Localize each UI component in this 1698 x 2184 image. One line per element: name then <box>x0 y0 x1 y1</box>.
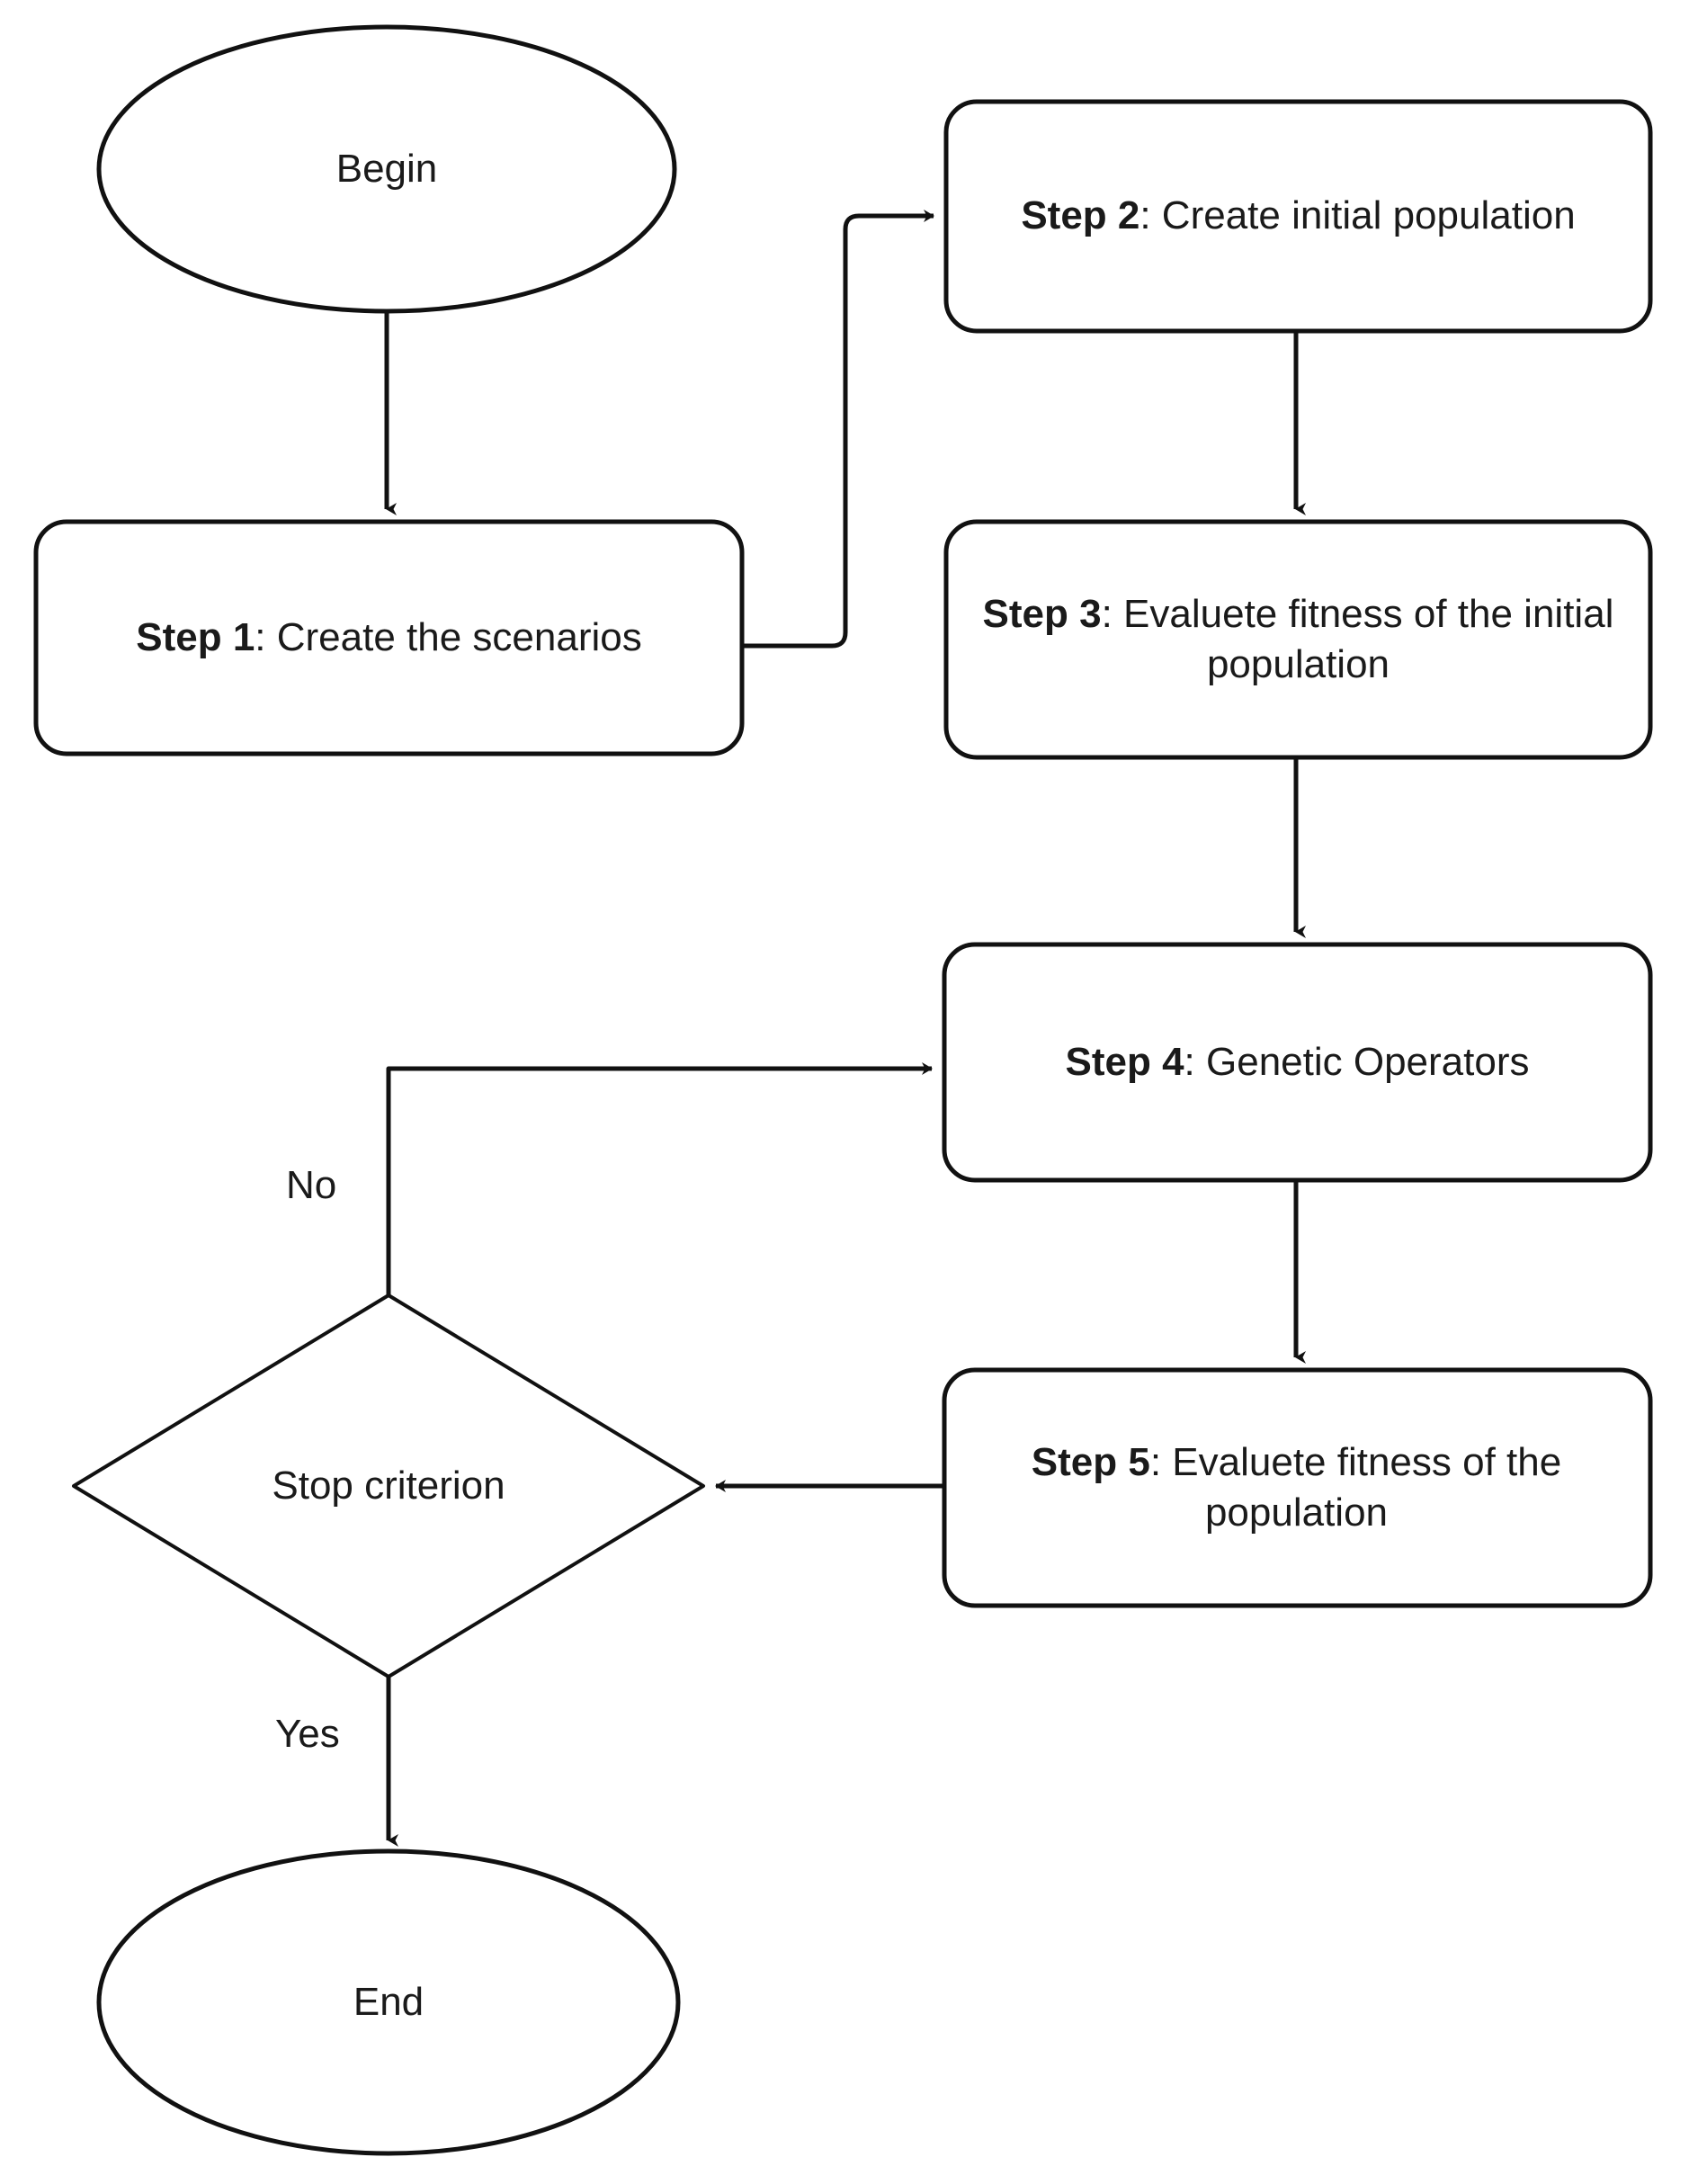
edge-step1-to-step2 <box>742 210 934 649</box>
step2-node-shape[interactable] <box>943 99 1653 334</box>
end-node-shape[interactable] <box>96 1848 681 2156</box>
step1-node-shape[interactable] <box>33 519 745 756</box>
edge-label-no: No <box>286 1163 337 1207</box>
step3-node-shape[interactable] <box>943 519 1653 760</box>
step4-node-shape[interactable] <box>942 942 1653 1183</box>
edge-label-yes: Yes <box>275 1712 340 1756</box>
edge-decision-no-to-step4 <box>386 1062 933 1295</box>
step5-node-shape[interactable] <box>942 1367 1653 1608</box>
begin-node-shape[interactable] <box>96 24 677 314</box>
decision-node-shape[interactable] <box>72 1293 705 1678</box>
